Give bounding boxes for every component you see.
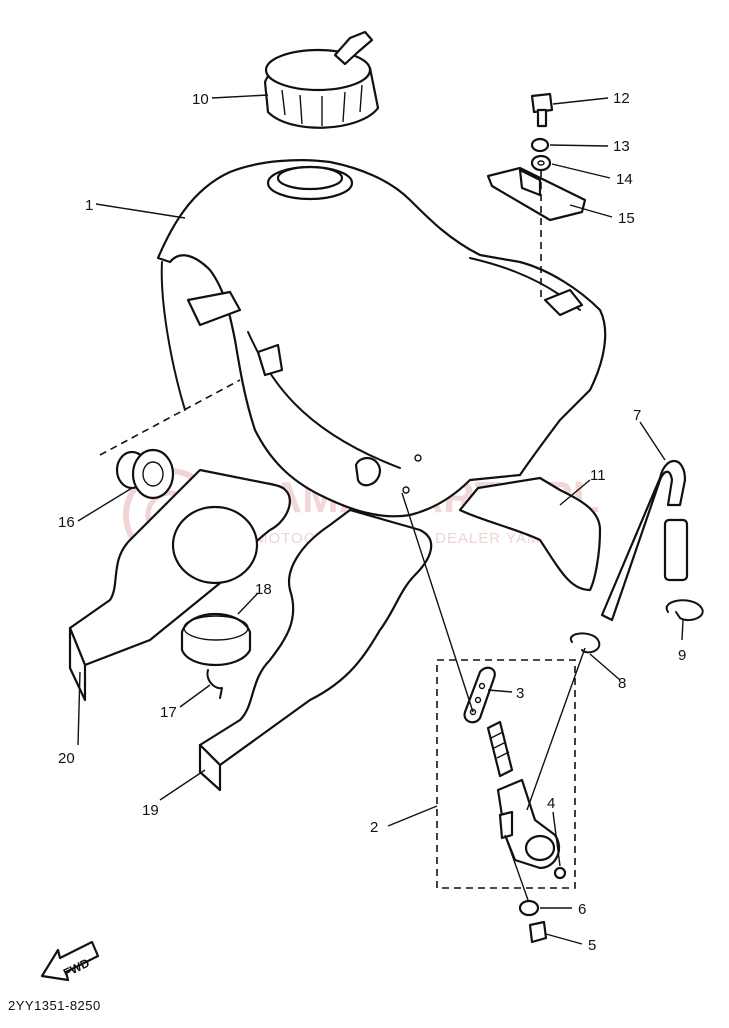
callout-13: 13 [613,138,630,155]
diagram-code: 2YY1351-8250 [8,998,101,1013]
gasket-part-6 [518,899,540,917]
callout-12: 12 [613,90,630,107]
band-part-18 [180,613,252,667]
callout-6: 6 [578,901,586,918]
front-damper-pad-part-20 [68,468,291,702]
rear-damper-pad-part-19 [198,508,433,792]
callout-14: 14 [616,171,633,188]
callout-7: 7 [633,407,641,424]
screw-part-4 [553,866,567,880]
washer-part-14 [530,154,552,172]
callout-8: 8 [618,675,626,692]
fuel-filter [486,720,514,778]
leader-tank-to-cock [401,492,474,713]
callout-leaders [77,94,684,945]
callout-1: 1 [85,197,93,214]
callout-9: 9 [678,647,686,664]
plate-part-3 [463,666,496,724]
callout-15: 15 [618,210,635,227]
callout-labels: 1 2 3 4 5 6 7 8 9 10 11 12 13 14 15 16 1… [58,90,686,954]
bracket-part-15 [486,166,587,222]
bolt-part-12 [530,92,554,128]
callout-16: 16 [58,514,75,531]
callout-11: 11 [590,467,606,484]
fwd-arrow-icon: FWD [40,940,100,982]
fuel-hose-part-7 [600,460,689,622]
spring-washer-part-13 [530,137,550,153]
callout-3: 3 [516,685,524,702]
fuel-cap-part-10 [263,30,380,129]
rear-damper-part-11 [458,476,602,592]
clip-part-17 [206,669,223,699]
callout-4: 4 [547,795,555,812]
callout-19: 19 [142,802,159,819]
callout-17: 17 [160,704,177,721]
callout-18: 18 [255,581,272,598]
fuel-cock-assembly-box [436,659,576,889]
fuel-cock-body [496,778,561,870]
callout-20: 20 [58,750,75,767]
fuel-tank-part-1 [156,159,607,518]
bolt-part-5 [528,920,548,944]
leader-cock-to-gasket [504,834,529,901]
callout-2: 2 [370,819,378,836]
hose-clip-part-9 [665,599,704,622]
callout-5: 5 [588,937,596,954]
grommet-part-16 [115,448,175,500]
grommet-leader-dashed [99,379,241,456]
callout-10: 10 [192,91,209,108]
leader-hose-to-cock [526,647,586,811]
hose-clip-part-8 [569,632,601,654]
